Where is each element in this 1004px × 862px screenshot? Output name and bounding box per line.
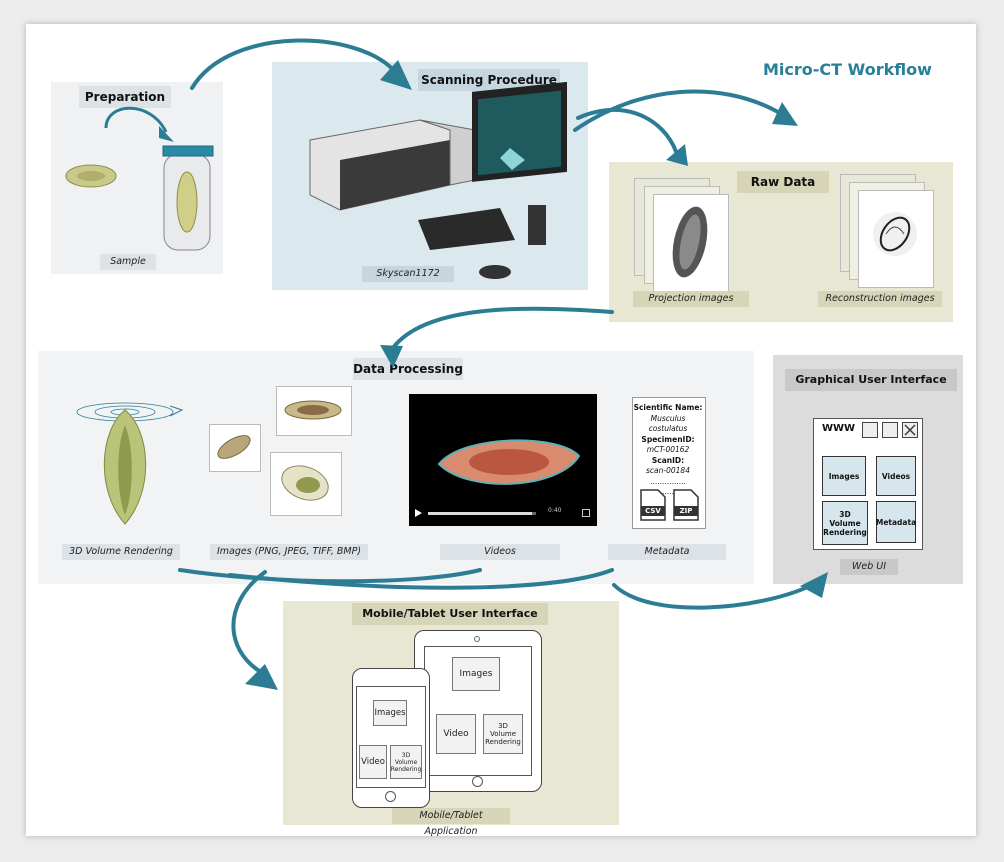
sample-tube-illustration (162, 145, 214, 251)
data-processing-title: Data Processing (353, 358, 463, 380)
scientific-name-value: Musculus costulatus (648, 413, 688, 434)
tablet-3d-volume-button[interactable]: 3D Volume Rendering (483, 714, 523, 754)
arrowhead-raw-right (772, 102, 798, 126)
scan-id-value: scan-00184 (646, 466, 690, 475)
tablet-video-button[interactable]: Video (436, 714, 476, 754)
scanner-illustration (309, 81, 567, 279)
specimen-id-value: mCT-00162 (646, 445, 690, 454)
videos-caption: Videos (440, 544, 560, 560)
sample-illustration (65, 106, 174, 188)
preparation-caption: Sample (100, 254, 156, 270)
arrow-screen-to-raw (576, 107, 680, 160)
arrow-processing-to-gui (612, 583, 814, 610)
arrowhead-scanning (380, 60, 412, 90)
web-window-address: WWW (822, 423, 856, 434)
arrow-preparation-to-scanning (190, 38, 397, 90)
video-frame (437, 439, 581, 485)
arrowhead-gui (800, 572, 828, 598)
phone-images-button[interactable]: Images (373, 700, 407, 726)
preparation-title: Preparation (79, 86, 171, 108)
gui-caption: Web UI (840, 559, 898, 575)
metadata-text: Scientific Name: Musculus costulatus Spe… (632, 403, 704, 498)
images-caption: Images (PNG, JPEG, TIFF, BMP) (210, 544, 368, 560)
processed-image-3-content (281, 465, 329, 501)
mobile-title: Mobile/Tablet User Interface (352, 603, 548, 625)
tablet-camera (474, 636, 480, 642)
video-progress-fill (428, 512, 532, 515)
volume-rendering-illustration (76, 402, 184, 525)
gui-title: Graphical User Interface (785, 369, 957, 391)
reconstruction-slice (873, 212, 917, 256)
phone-home-button[interactable] (385, 791, 396, 802)
projection-xray (672, 206, 708, 278)
phone-3d-volume-button[interactable]: 3D Volume Rendering (390, 745, 422, 779)
raw-data-title: Raw Data (737, 171, 829, 193)
csv-label: CSV (645, 507, 661, 515)
web-tile-images[interactable]: Images (822, 456, 866, 496)
phone-video-button[interactable]: Video (359, 745, 387, 779)
arrowhead-raw (666, 144, 688, 166)
arrowhead-processing (380, 345, 403, 368)
processed-image-1-content (284, 400, 342, 420)
web-tile-3d-volume[interactable]: 3D Volume Rendering (822, 501, 868, 545)
arrowhead-mobile (245, 664, 278, 690)
zip-label: ZIP (679, 507, 693, 515)
scanning-title: Scanning Procedure (418, 69, 560, 91)
scanning-caption: Skyscan1172 (362, 266, 454, 282)
zip-file-icon (673, 489, 699, 521)
fullscreen-icon[interactable] (582, 509, 590, 517)
processed-image-2-content (217, 435, 251, 459)
scan-id-label: ScanID: (651, 455, 685, 465)
metadata-dots-2: ............... (650, 487, 686, 496)
tablet-home-button[interactable] (472, 776, 483, 787)
video-time: 0:40 (548, 507, 562, 514)
minimize-button[interactable] (862, 422, 878, 438)
arrow-raw-to-processing (388, 306, 614, 354)
web-tile-metadata[interactable]: Metadata (876, 501, 916, 543)
arrow-processing-bottom-2 (228, 568, 614, 590)
metadata-caption: Metadata (608, 544, 726, 560)
scientific-name-label: Scientific Name: (633, 403, 703, 412)
reconstruction-caption: Reconstruction images (818, 291, 942, 307)
metadata-dots-1: ............... (650, 476, 686, 486)
close-icon (904, 424, 916, 436)
maximize-button[interactable] (882, 422, 898, 438)
web-tile-videos[interactable]: Videos (876, 456, 916, 496)
diagram-title: Micro-CT Workflow (763, 60, 932, 79)
csv-file-icon (640, 489, 666, 521)
arrow-processing-to-mobile (231, 570, 270, 678)
video-play-button[interactable] (415, 509, 422, 517)
projection-caption: Projection images (633, 291, 749, 307)
specimen-id-label: SpecimenID: (641, 434, 695, 444)
arrow-scanning-to-raw (573, 89, 780, 132)
mobile-caption: Mobile/Tablet Application (392, 808, 510, 837)
arrow-processing-bottom-1 (178, 568, 482, 584)
volume-rendering-caption: 3D Volume Rendering (62, 544, 180, 560)
tablet-images-button[interactable]: Images (452, 657, 500, 691)
